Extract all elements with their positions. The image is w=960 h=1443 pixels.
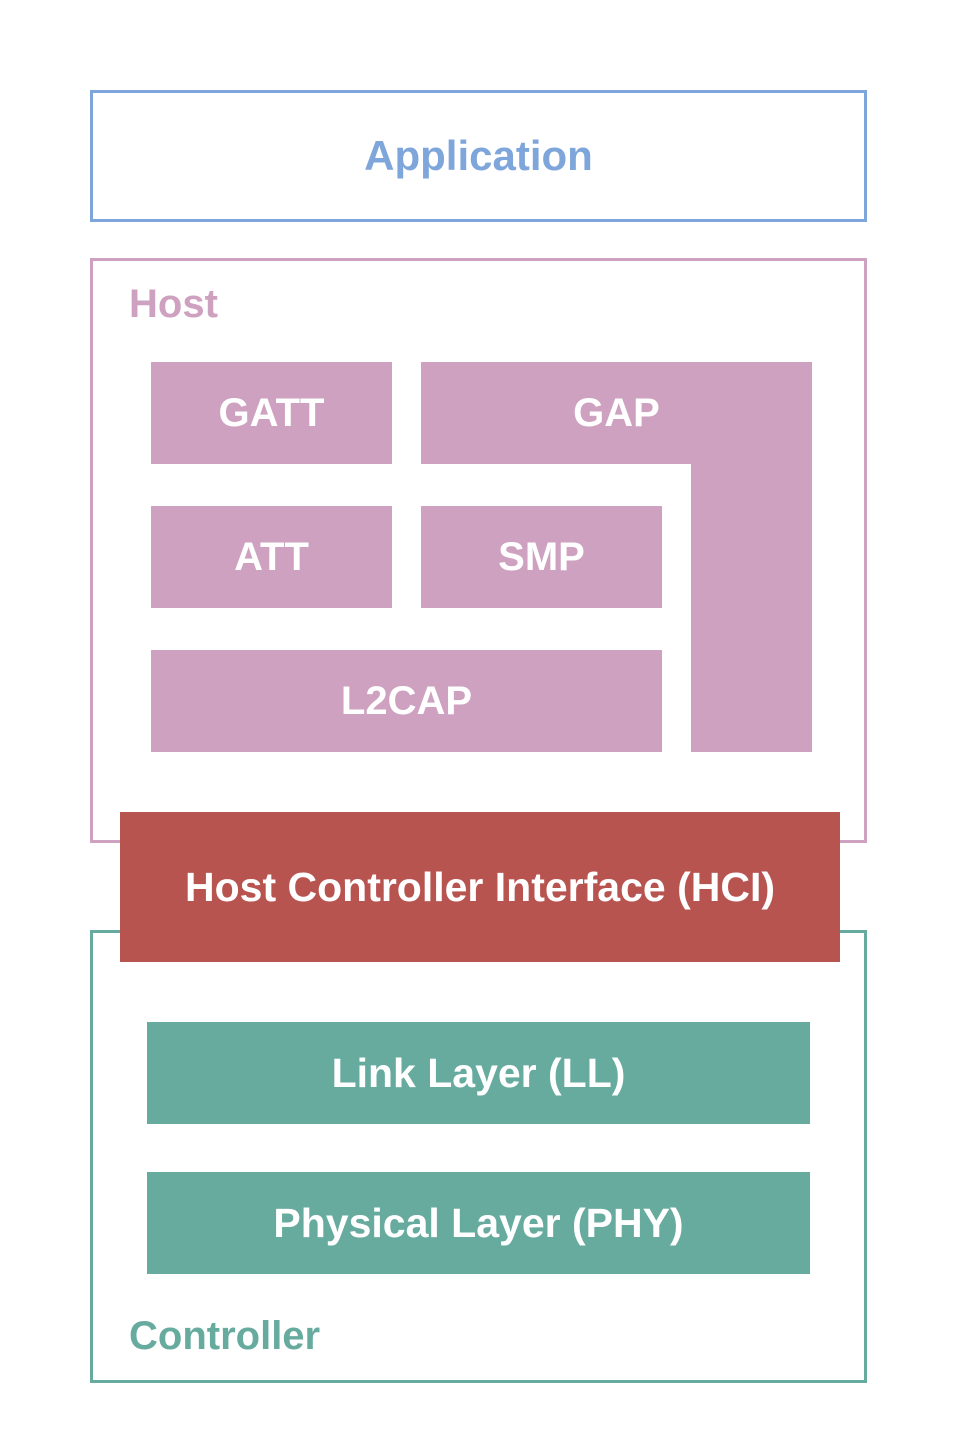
gap-block: GAP bbox=[421, 362, 812, 464]
application-container bbox=[90, 90, 867, 222]
controller-label: Controller bbox=[129, 1314, 321, 1358]
host-label: Host bbox=[129, 282, 218, 326]
application-label: Application bbox=[364, 132, 593, 179]
l2cap-block: L2CAP bbox=[151, 650, 662, 752]
gap-block-extension bbox=[691, 455, 812, 752]
hci-block: Host Controller Interface (HCI) bbox=[120, 812, 840, 962]
link-layer-block: Link Layer (LL) bbox=[147, 1022, 810, 1124]
physical-layer-block: Physical Layer (PHY) bbox=[147, 1172, 810, 1274]
att-block: ATT bbox=[151, 506, 392, 608]
gatt-block: GATT bbox=[151, 362, 392, 464]
smp-block: SMP bbox=[421, 506, 662, 608]
